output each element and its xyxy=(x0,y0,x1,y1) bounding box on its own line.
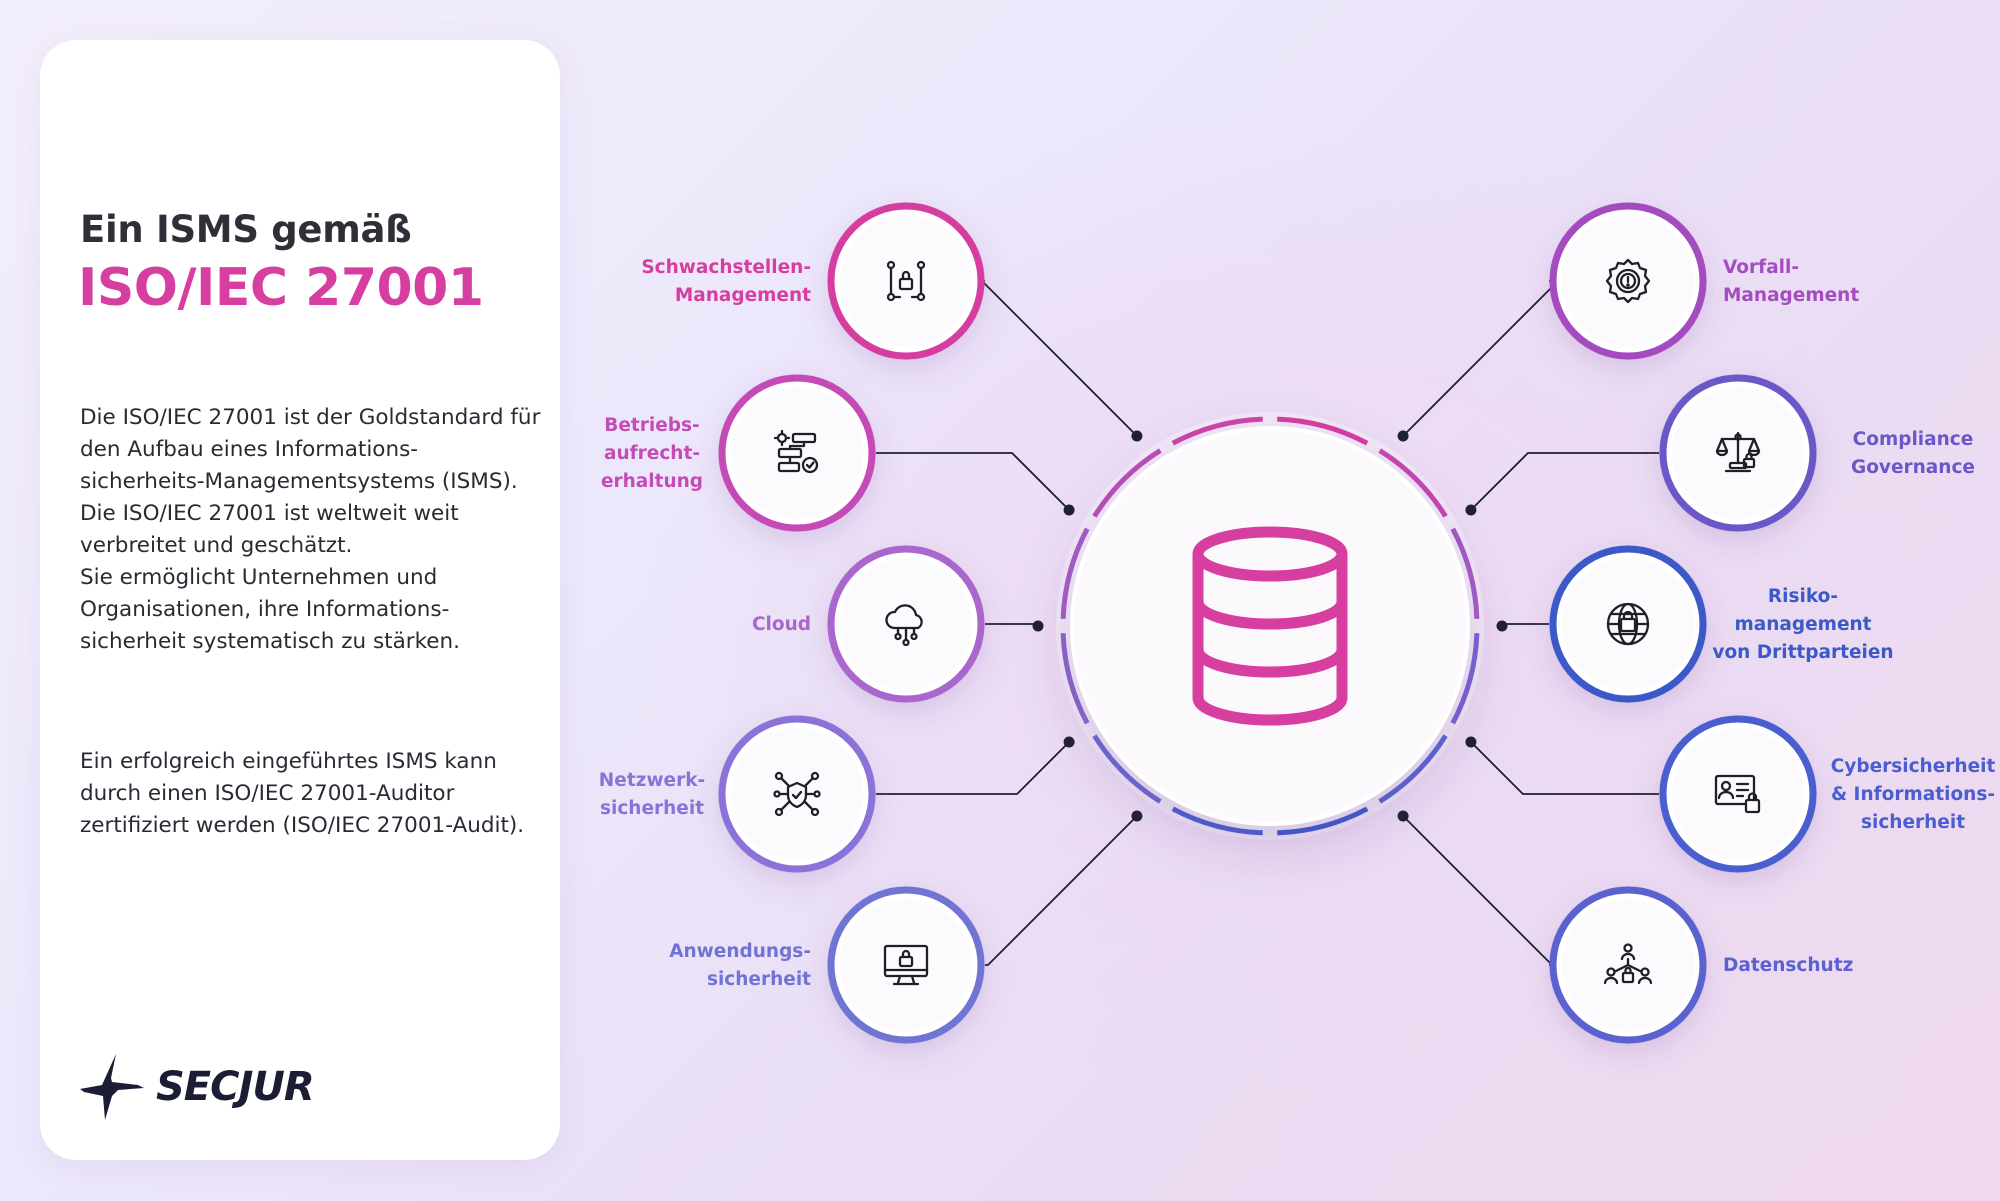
connector-line xyxy=(985,815,1138,966)
certification-paragraph: Ein erfolgreich eingeführtes ISMS kann d… xyxy=(80,746,540,842)
topic-label-line: Betriebs- xyxy=(604,415,699,436)
topic-label-line: Management xyxy=(675,285,811,306)
topic-node: Cloud xyxy=(752,545,985,703)
topic-label-line: Datenschutz xyxy=(1723,955,1853,976)
intro-line: Sie ermöglicht Unternehmen und xyxy=(80,565,438,590)
topic-label-line: management xyxy=(1734,614,1871,635)
hub-ring-segment xyxy=(1378,448,1448,518)
topic-label: Vorfall- Management xyxy=(1723,257,1859,306)
intro-line: Organisationen, ihre Informations- xyxy=(80,597,450,622)
secjur-logo-mark-icon xyxy=(80,1054,144,1120)
topic-node: Netzwerk-sicherheit xyxy=(599,715,876,873)
hub-ring-segment xyxy=(1171,416,1263,446)
intro-line: Die ISO/IEC 27001 ist der Goldstandard f… xyxy=(80,405,541,430)
topic-node: Anwendungs-sicherheit xyxy=(669,886,985,1044)
intro-line: sicherheit systematisch zu stärken. xyxy=(80,629,460,654)
topic-label: Netzwerk-sicherheit xyxy=(599,770,705,819)
connector-line xyxy=(1402,815,1555,966)
hub-ring-segment xyxy=(1092,734,1162,804)
connector-dot xyxy=(1131,810,1143,822)
intro-line: Die ISO/IEC 27001 ist weltweit weit xyxy=(80,501,459,526)
central-hub xyxy=(1056,412,1484,840)
intro-line: den Aufbau eines Informations- xyxy=(80,437,419,462)
hub-ring-segment xyxy=(1060,633,1090,725)
topic-label-line: Cybersicherheit xyxy=(1831,756,1996,777)
connector-dot xyxy=(1397,810,1409,822)
hub-ring-segment xyxy=(1277,416,1369,446)
topic-label-line: Anwendungs- xyxy=(669,941,811,962)
topic-label-line: aufrecht- xyxy=(604,443,700,464)
info-panel xyxy=(40,40,560,1160)
database-icon xyxy=(1192,526,1348,726)
certification-line: durch einen ISO/IEC 27001-Auditor xyxy=(80,781,455,806)
connector-line xyxy=(876,452,1070,511)
topic-label-line: & Informations- xyxy=(1831,784,1995,805)
topic-label-line: Governance xyxy=(1851,457,1975,478)
connector-dot xyxy=(1397,430,1409,442)
topic-label: Datenschutz xyxy=(1723,955,1853,976)
topic-label-line: sicherheit xyxy=(707,969,811,990)
connector-dot xyxy=(1496,620,1508,632)
topic-node: Vorfall- Management xyxy=(1549,202,1859,360)
connector-line xyxy=(985,623,1039,626)
topic-nodes: Schwachstellen- ManagementBetriebs-aufrec… xyxy=(599,202,1995,1044)
connector-line xyxy=(1470,452,1659,511)
hub-ring-segment xyxy=(1378,734,1448,804)
certification-line: Ein erfolgreich eingeführtes ISMS kann xyxy=(80,749,497,774)
intro-paragraph: Die ISO/IEC 27001 ist der Goldstandard f… xyxy=(80,402,540,658)
topic-label-line: Schwachstellen- xyxy=(641,257,811,278)
topic-label-line: sicherheit xyxy=(600,798,704,819)
connector-dot xyxy=(1032,620,1044,632)
connector-dot xyxy=(1465,736,1477,748)
connector-line xyxy=(1402,280,1561,437)
logo-wordmark: SECJUR xyxy=(156,1064,315,1110)
topic-label-line: Compliance xyxy=(1853,429,1974,450)
topic-label: Schwachstellen- Management xyxy=(641,257,811,306)
page-title: ISO/IEC 27001 xyxy=(78,258,484,318)
hub-ring-segment xyxy=(1092,448,1162,518)
connector-dot xyxy=(1131,430,1143,442)
topic-label-line: erhaltung xyxy=(601,471,703,492)
connector-line xyxy=(979,280,1138,437)
topic-node: Risiko-management von Drittparteien xyxy=(1549,545,1894,703)
connector-line xyxy=(1501,623,1549,626)
heading-line1: Ein ISMS gemäß xyxy=(80,208,412,251)
topic-node: Schwachstellen- Management xyxy=(641,202,985,360)
intro-line: sicherheits-Managementsystems (ISMS). xyxy=(80,469,518,494)
topic-label: Cybersicherheit & Informations-sicherheit xyxy=(1831,756,1996,833)
hub-ring-segment xyxy=(1171,806,1263,836)
connector-line xyxy=(1470,741,1659,795)
hub-ring-segment xyxy=(1277,806,1369,836)
topic-label: Cloud xyxy=(752,614,811,635)
connector-dot xyxy=(1063,736,1075,748)
topic-label-line: von Drittparteien xyxy=(1712,642,1893,663)
topic-label-line: Risiko- xyxy=(1768,586,1838,607)
hub-ring-segment xyxy=(1450,527,1480,619)
topic-label-line: Management xyxy=(1723,285,1859,306)
topic-node: Datenschutz xyxy=(1549,886,1853,1044)
topic-label: Risiko-management von Drittparteien xyxy=(1712,586,1893,663)
connector-dot xyxy=(1465,504,1477,516)
topic-label-line: Vorfall- xyxy=(1723,257,1799,278)
connector-dot xyxy=(1063,504,1075,516)
connector-line xyxy=(876,741,1070,795)
intro-line: verbreitet und geschätzt. xyxy=(80,533,353,558)
topic-node: Betriebs-aufrecht-erhaltung xyxy=(601,374,876,532)
secjur-logo: SECJUR xyxy=(78,1052,338,1122)
topic-node: Cybersicherheit & Informations-sicherheit xyxy=(1659,715,1995,873)
hub-ring-segment xyxy=(1450,633,1480,725)
topic-label: Anwendungs-sicherheit xyxy=(669,941,811,990)
hub-ring-segment xyxy=(1060,527,1090,619)
topic-label-line: Cloud xyxy=(752,614,811,635)
topic-label-line: Netzwerk- xyxy=(599,770,705,791)
topic-label-line: sicherheit xyxy=(1861,812,1965,833)
certification-line: zertifiziert werden (ISO/IEC 27001-Audit… xyxy=(80,813,525,838)
topic-label: Betriebs-aufrecht-erhaltung xyxy=(601,415,703,492)
